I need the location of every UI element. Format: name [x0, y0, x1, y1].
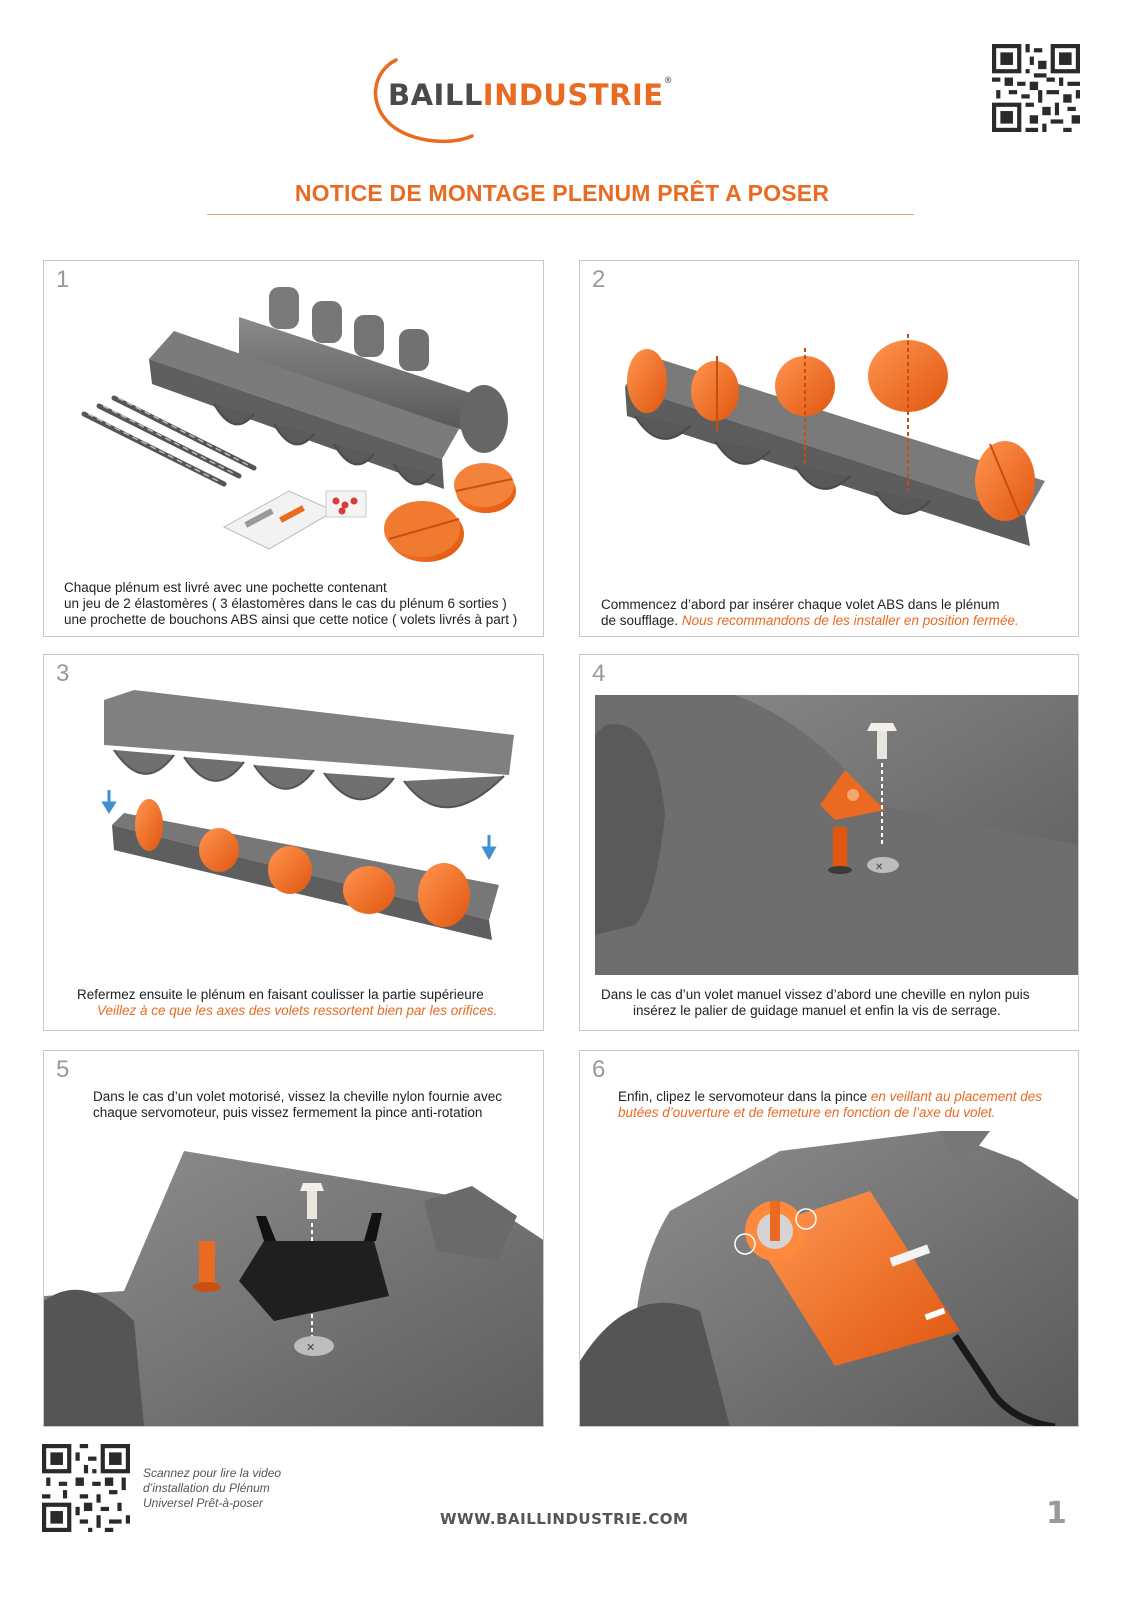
step-number: 2 [592, 266, 606, 293]
plenum-close-illustration [101, 690, 514, 940]
title-underline [207, 214, 914, 215]
brand-logo: BAILLINDUSTRIE® [366, 56, 746, 148]
step-caption: Enfin, clipez le servomoteur dans la pin… [618, 1089, 1043, 1120]
page-title: NOTICE DE MONTAGE PLENUM PRÊT A POSER [294, 180, 830, 206]
step-panel-6: 6 Enfin, clipez le servomoteur dans la p… [579, 1050, 1079, 1427]
step-caption: Dans le cas d’un volet manuel vissez d’a… [601, 987, 1030, 1018]
step-panel-4: 4 ✕ Dans le cas d’un volet manuel vissez… [579, 654, 1079, 1031]
step-caption: Refermez ensuite le plénum en faisant co… [77, 987, 498, 1018]
step-panel-2: 2 Commencez d’abord par insérer chaque v… [579, 260, 1079, 637]
qr-code-icon[interactable] [992, 44, 1080, 132]
plenum-kit-illustration [81, 287, 516, 562]
brand-name: BAILLINDUSTRIE® [388, 76, 674, 112]
manual-damper-illustration: ✕ [595, 695, 1078, 975]
step-number: 4 [592, 660, 606, 687]
step-number: 1 [56, 266, 70, 293]
svg-text:✕: ✕ [875, 862, 883, 873]
servomotor-illustration [580, 1131, 1078, 1426]
step-panel-1: 1 [43, 260, 544, 637]
logo-arc-icon [373, 58, 474, 144]
step-caption: Dans le cas d’un volet motorisé, vissez … [93, 1089, 502, 1120]
motorized-clip-illustration: ✕ [44, 1151, 543, 1426]
svg-text:✕: ✕ [306, 1341, 315, 1354]
step-caption: Chaque plénum est livré avec une pochett… [64, 580, 518, 627]
step-number: 5 [56, 1056, 70, 1083]
website-link[interactable]: WWW.BAILLINDUSTRIE.COM [440, 1510, 689, 1528]
damper-insert-illustration [625, 334, 1045, 546]
step-caption: Commencez d’abord par insérer chaque vol… [601, 597, 1019, 628]
step-number: 6 [592, 1056, 606, 1083]
step-panel-5: 5 Dans le cas d’un volet motorisé, visse… [43, 1050, 544, 1427]
step-panel-3: 3 Refermez ensuite le plénum en faisant … [43, 654, 544, 1031]
video-qr-code-icon[interactable] [42, 1444, 130, 1532]
step-number: 3 [56, 660, 70, 687]
page-number: 1 [1046, 1496, 1067, 1531]
scan-video-text: Scannez pour lire la video d’installatio… [143, 1466, 282, 1510]
